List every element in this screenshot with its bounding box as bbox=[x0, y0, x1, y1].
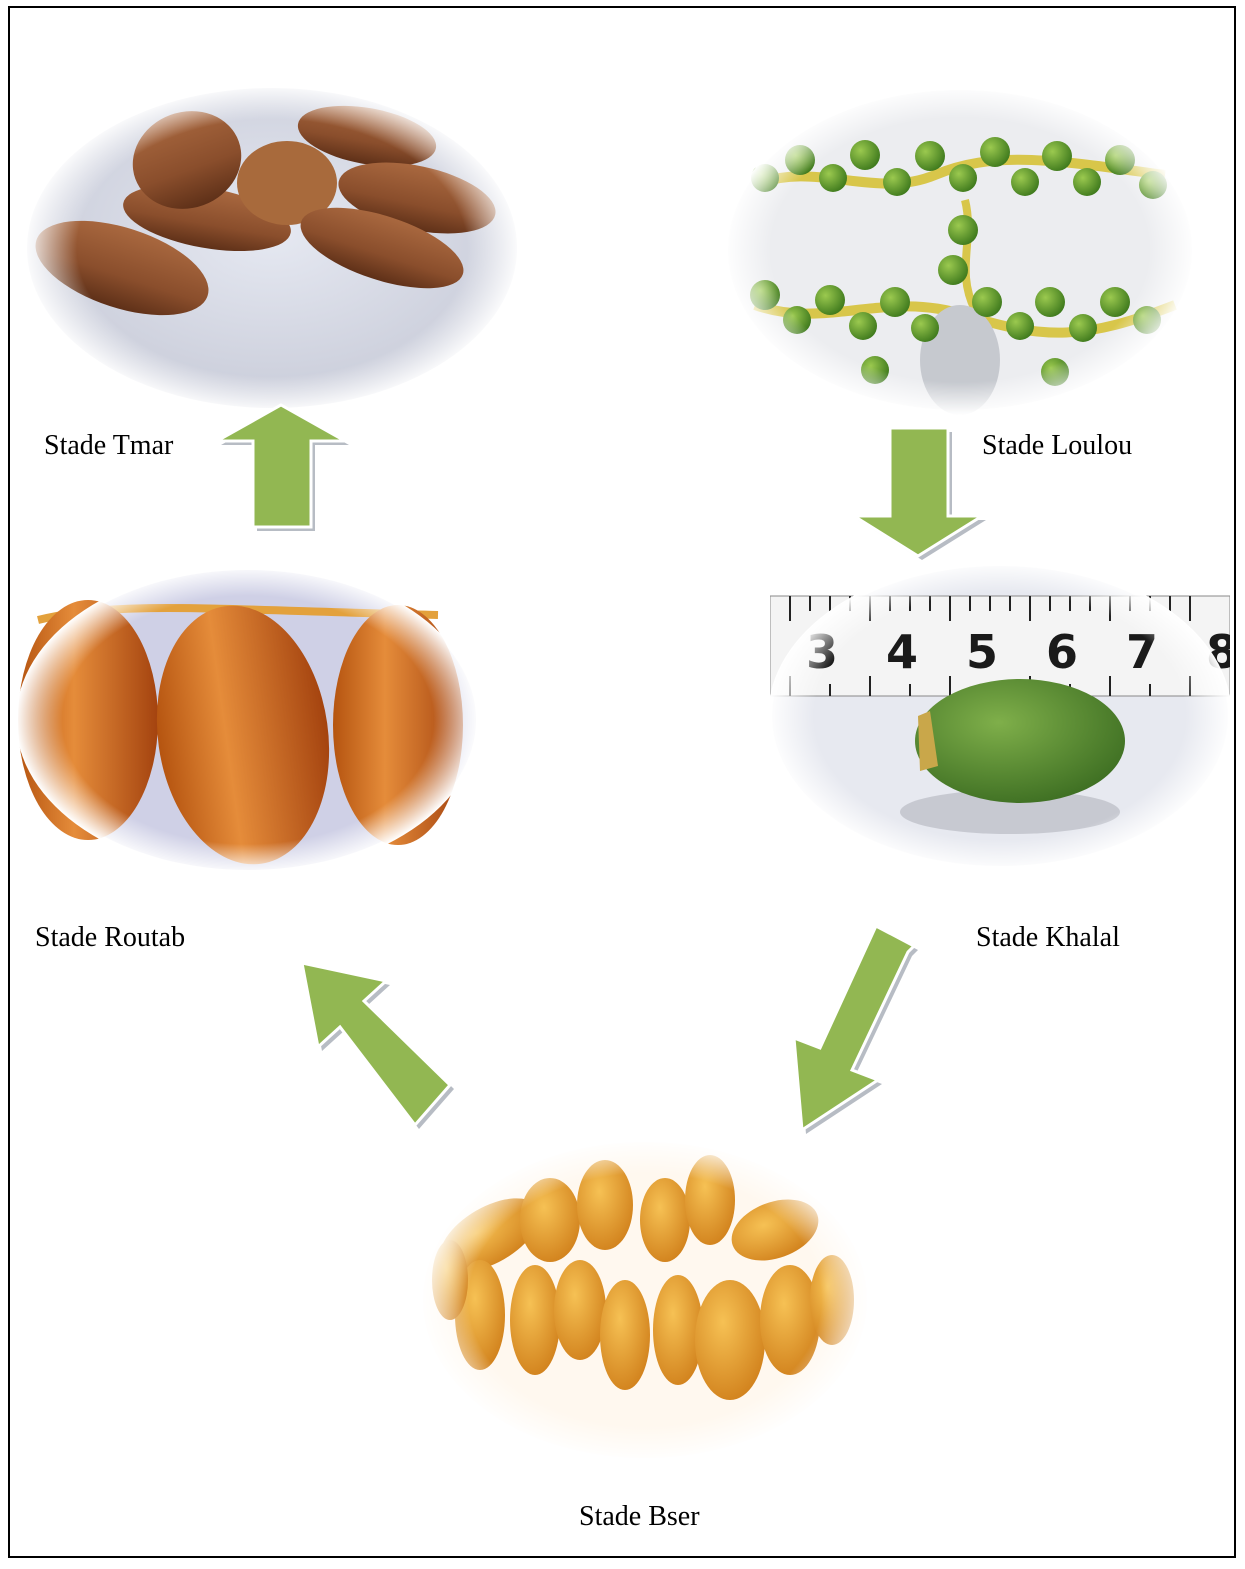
bser-photo bbox=[420, 1140, 870, 1460]
khalal-photo: 3 4 5 6 7 8 bbox=[770, 566, 1230, 866]
label-stade-tmar: Stade Tmar bbox=[44, 432, 173, 460]
tmar-photo bbox=[22, 88, 522, 418]
arrow-diag-khalal-to-bser bbox=[780, 930, 940, 1135]
label-stade-khalal: Stade Khalal bbox=[976, 924, 1120, 952]
routab-photo bbox=[18, 570, 478, 870]
label-stade-loulou: Stade Loulou bbox=[982, 432, 1132, 460]
arrow-diag-bser-to-routab bbox=[290, 955, 465, 1130]
label-stade-bser: Stade Bser bbox=[579, 1503, 700, 1531]
arrow-down-loulou-to-khalal bbox=[852, 428, 992, 563]
label-stade-routab: Stade Routab bbox=[35, 924, 185, 952]
loulou-photo bbox=[725, 90, 1195, 420]
arrow-up-routab-to-tmar bbox=[215, 405, 355, 535]
